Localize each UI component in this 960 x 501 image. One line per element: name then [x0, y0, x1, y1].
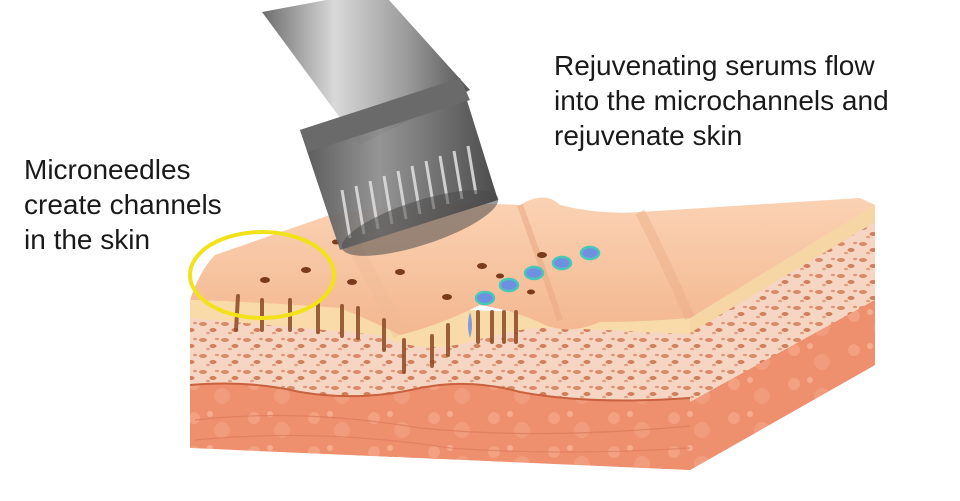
front-epidermis [190, 300, 690, 348]
caption-line: into the microchannels and [554, 85, 889, 116]
side-epidermis [690, 205, 875, 333]
caption-line: Rejuvenating serums flow [554, 50, 875, 81]
caption-line: in the skin [24, 224, 151, 255]
side-subcutis [690, 300, 875, 470]
dermis-boundary-line [190, 382, 690, 402]
side-dermis [690, 222, 875, 402]
microneedling-pen-icon [262, 0, 499, 256]
caption-line: Microneedles [24, 154, 191, 185]
highlight-circle-icon [188, 230, 336, 320]
needle-channels [234, 294, 518, 374]
caption-line: rejuvenate skin [554, 120, 743, 151]
front-subcutis [190, 383, 690, 470]
serums-caption: Rejuvenating serums flow into the microc… [554, 48, 889, 153]
serum-dots [468, 245, 601, 338]
caption-line: create channels [24, 189, 222, 220]
microneedles-caption: Microneedles create channels in the skin [24, 152, 222, 257]
